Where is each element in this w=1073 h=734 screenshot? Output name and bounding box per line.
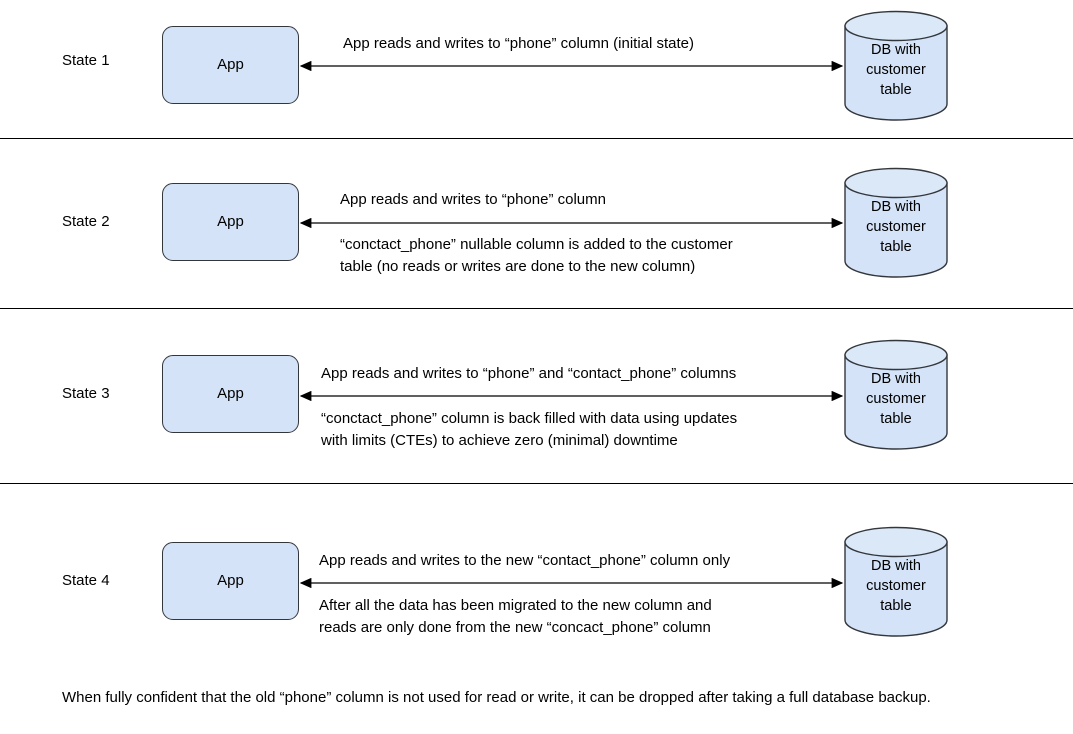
edge-caption-above-2: App reads and writes to “phone” column	[340, 191, 606, 208]
edge-caption-above-3: App reads and writes to “phone” and “con…	[321, 365, 737, 382]
state-row-4: State 4 App App reads and writes to the …	[0, 484, 1073, 660]
state-label-4: State 4	[62, 572, 110, 589]
app-node-label-3: App	[217, 385, 244, 402]
app-node-label-1: App	[217, 56, 244, 73]
state-label-3: State 3	[62, 385, 110, 402]
edge-caption-below-4: After all the data has been migrated to …	[319, 597, 712, 636]
footer-note: When fully confident that the old “phone…	[62, 689, 931, 706]
row-divider-1	[0, 138, 1073, 139]
bidirectional-arrow-2	[299, 217, 844, 229]
edge-caption-above-1: App reads and writes to “phone” column (…	[343, 35, 695, 52]
state-row-1: State 1 App App reads and writes to “pho…	[0, 0, 1073, 139]
app-node-4: App	[162, 542, 299, 620]
state-row-3: State 3 App App reads and writes to “pho…	[0, 309, 1073, 484]
edge-caption-below-3: “conctact_phone” column is back filled w…	[321, 410, 738, 449]
db-node-1: DB with customer table	[843, 10, 949, 121]
app-node-1: App	[162, 26, 299, 104]
app-node-3: App	[162, 355, 299, 433]
db-node-2: DB with customer table	[843, 167, 949, 278]
db-node-3: DB with customer table	[843, 339, 949, 450]
edge-caption-above-4: App reads and writes to the new “contact…	[319, 552, 731, 569]
edge-caption-below-2: “conctact_phone” nullable column is adde…	[340, 236, 733, 275]
app-node-2: App	[162, 183, 299, 261]
row-divider-2	[0, 308, 1073, 309]
db-node-4: DB with customer table	[843, 526, 949, 637]
app-node-label-4: App	[217, 572, 244, 589]
state-label-1: State 1	[62, 52, 110, 69]
row-divider-3	[0, 483, 1073, 484]
bidirectional-arrow-3	[299, 390, 844, 402]
state-row-2: State 2 App App reads and writes to “pho…	[0, 139, 1073, 309]
state-label-2: State 2	[62, 213, 110, 230]
bidirectional-arrow-4	[299, 577, 844, 589]
bidirectional-arrow-1	[299, 60, 844, 72]
app-node-label-2: App	[217, 213, 244, 230]
